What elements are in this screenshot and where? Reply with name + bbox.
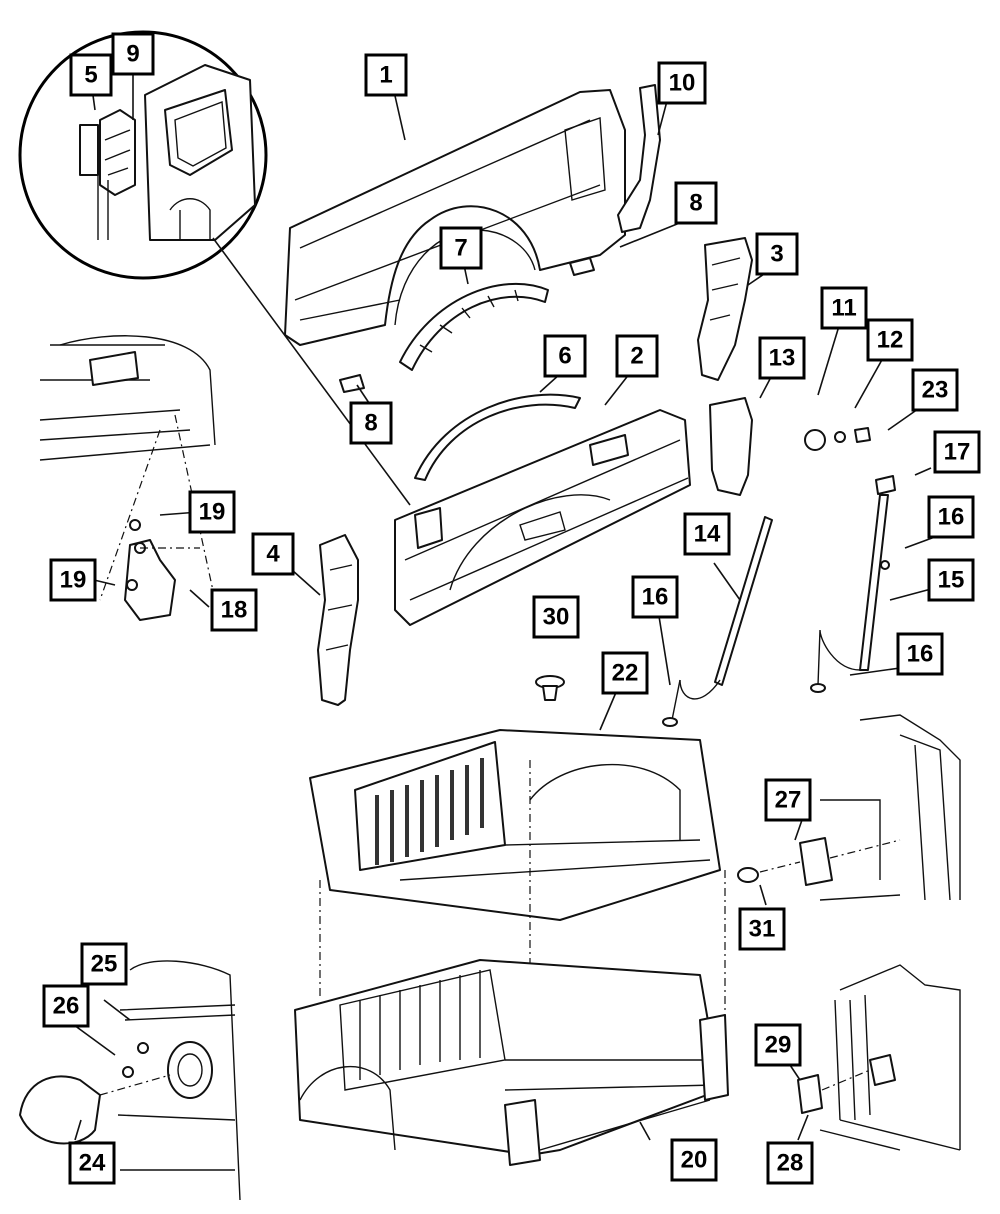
svg-text:2: 2 bbox=[630, 343, 643, 370]
hinge-bushing bbox=[804, 429, 826, 451]
callout-26: 26 bbox=[42, 984, 90, 1028]
callouts: 1 2 3 4 5 6 7 8 8 9 10 11 12 13 14 15 16… bbox=[42, 32, 981, 1185]
assembly-lines bbox=[319, 760, 726, 1060]
svg-text:13: 13 bbox=[769, 345, 796, 372]
callout-16c: 16 bbox=[896, 632, 944, 676]
svg-text:15: 15 bbox=[938, 567, 965, 594]
callout-4: 4 bbox=[251, 532, 295, 576]
callout-16b: 16 bbox=[927, 495, 975, 539]
callout-1: 1 bbox=[364, 53, 408, 97]
callout-11: 11 bbox=[820, 286, 868, 330]
callout-28: 28 bbox=[766, 1141, 814, 1185]
callout-16a: 16 bbox=[631, 575, 679, 619]
svg-text:20: 20 bbox=[681, 1147, 708, 1174]
svg-text:26: 26 bbox=[53, 993, 80, 1020]
rear-corner-brace bbox=[697, 237, 753, 381]
leader-lines bbox=[73, 70, 952, 1141]
svg-text:29: 29 bbox=[765, 1032, 792, 1059]
tailgate-latch-detail bbox=[797, 964, 961, 1151]
svg-text:24: 24 bbox=[79, 1150, 106, 1177]
callout-30: 30 bbox=[532, 595, 580, 639]
svg-text:11: 11 bbox=[831, 295, 856, 322]
pickup-bed bbox=[294, 959, 729, 1166]
callout-9: 9 bbox=[111, 32, 155, 76]
support-cable-left bbox=[714, 516, 773, 686]
svg-text:28: 28 bbox=[777, 1150, 804, 1177]
svg-text:16: 16 bbox=[642, 584, 669, 611]
svg-text:19: 19 bbox=[199, 499, 226, 526]
clip-upper bbox=[569, 257, 595, 276]
corner-bracket bbox=[709, 397, 753, 496]
callout-19b: 19 bbox=[49, 558, 97, 602]
svg-text:9: 9 bbox=[126, 41, 139, 68]
callout-27: 27 bbox=[764, 778, 812, 822]
callout-17: 17 bbox=[933, 430, 981, 474]
callout-5: 5 bbox=[69, 53, 113, 97]
svg-text:22: 22 bbox=[612, 660, 639, 687]
strap-bracket bbox=[875, 475, 896, 495]
callout-6: 6 bbox=[543, 334, 587, 378]
callout-31: 31 bbox=[738, 907, 786, 951]
svg-text:8: 8 bbox=[364, 410, 377, 437]
nut-clip bbox=[854, 427, 871, 443]
bed-liner bbox=[309, 729, 721, 921]
callout-14: 14 bbox=[683, 512, 731, 556]
svg-text:5: 5 bbox=[84, 62, 97, 89]
svg-text:12: 12 bbox=[877, 327, 904, 354]
callout-8a: 8 bbox=[674, 181, 718, 225]
bed-side-reinforcement bbox=[317, 534, 359, 706]
callout-29: 29 bbox=[754, 1023, 802, 1067]
callout-18: 18 bbox=[210, 588, 258, 632]
callout-7: 7 bbox=[439, 226, 483, 270]
svg-text:19: 19 bbox=[60, 567, 87, 594]
callout-25: 25 bbox=[80, 942, 128, 986]
svg-text:25: 25 bbox=[91, 951, 118, 978]
svg-text:10: 10 bbox=[669, 70, 696, 97]
svg-text:8: 8 bbox=[689, 190, 702, 217]
callout-24: 24 bbox=[68, 1141, 116, 1185]
bolt-small bbox=[834, 431, 846, 443]
callout-10: 10 bbox=[657, 61, 707, 105]
support-cable-right bbox=[859, 494, 889, 671]
callout-19a: 19 bbox=[188, 490, 236, 534]
svg-text:14: 14 bbox=[694, 521, 721, 548]
svg-text:1: 1 bbox=[379, 62, 392, 89]
svg-text:16: 16 bbox=[938, 504, 965, 531]
svg-text:7: 7 bbox=[454, 235, 467, 262]
callout-23: 23 bbox=[911, 368, 959, 412]
callout-12: 12 bbox=[866, 318, 914, 362]
svg-text:31: 31 bbox=[749, 916, 776, 943]
svg-text:16: 16 bbox=[907, 641, 934, 668]
wheelhouse-liner-outer bbox=[399, 282, 549, 371]
svg-text:17: 17 bbox=[944, 439, 971, 466]
svg-text:30: 30 bbox=[543, 604, 570, 631]
callout-8b: 8 bbox=[349, 401, 393, 445]
tailgate-hinge-detail-upper bbox=[737, 714, 961, 901]
inner-wheelhouse bbox=[414, 393, 581, 481]
svg-text:3: 3 bbox=[770, 241, 783, 268]
svg-text:6: 6 bbox=[558, 343, 571, 370]
inner-bed-side-panel bbox=[394, 409, 691, 626]
fuel-door-detail bbox=[19, 960, 241, 1201]
push-pin-fastener bbox=[535, 675, 565, 701]
callout-2: 2 bbox=[615, 334, 659, 378]
tail-area-detail bbox=[39, 335, 216, 621]
svg-text:27: 27 bbox=[775, 787, 802, 814]
svg-text:4: 4 bbox=[266, 541, 280, 568]
callout-13: 13 bbox=[758, 336, 806, 380]
callout-15: 15 bbox=[927, 558, 975, 602]
svg-text:23: 23 bbox=[922, 377, 949, 404]
callout-3: 3 bbox=[755, 232, 799, 276]
callout-20: 20 bbox=[670, 1138, 718, 1182]
tail-pillar-trim bbox=[617, 84, 661, 233]
svg-text:18: 18 bbox=[221, 597, 248, 624]
callout-22: 22 bbox=[601, 651, 649, 695]
inset-leader-line bbox=[212, 237, 411, 506]
